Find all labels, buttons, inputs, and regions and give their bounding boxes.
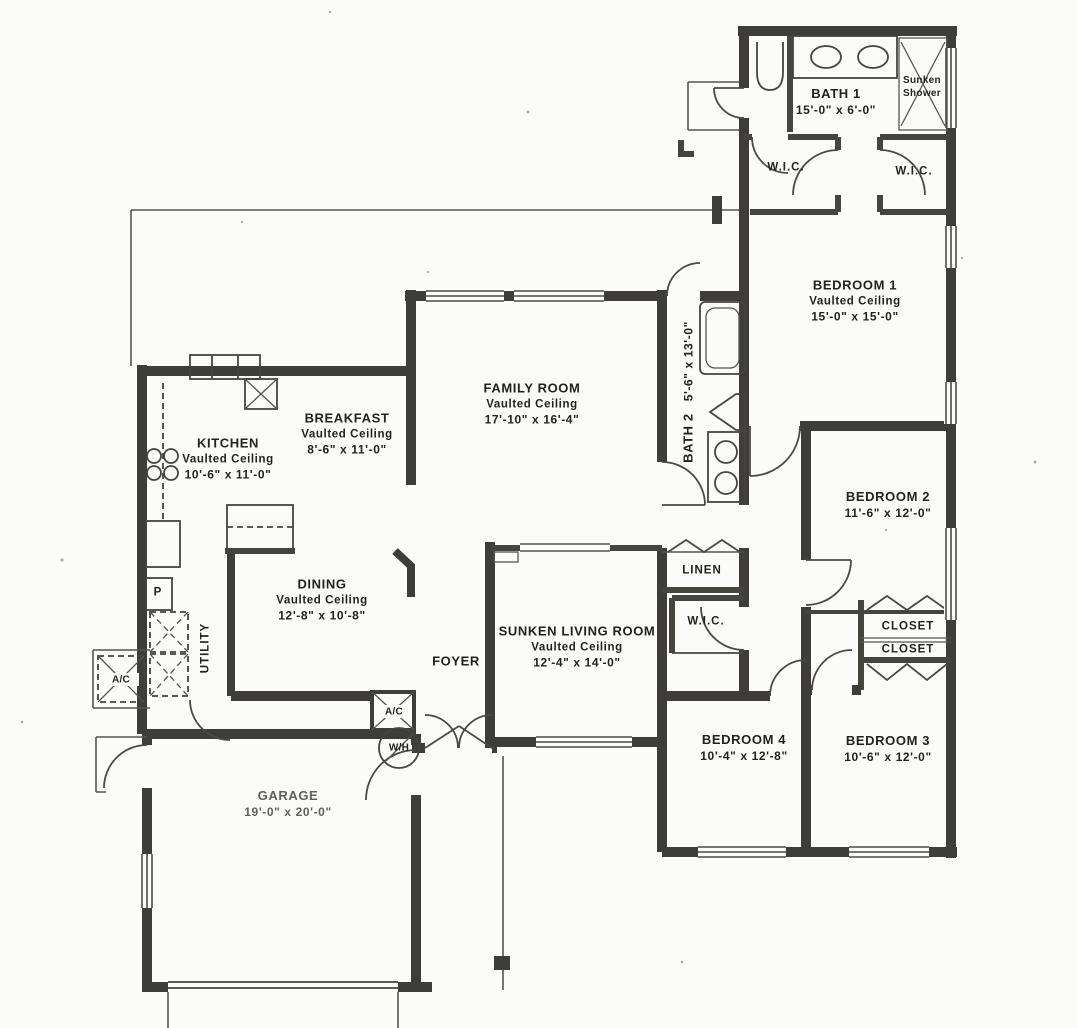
garage-walls [95, 729, 510, 1028]
bath2-fixtures [699, 301, 746, 503]
room-label-bedroom3: BEDROOM 3 10'-6" x 12'-0" [844, 732, 932, 764]
room-label-sunken-shower: Sunken Shower [903, 75, 941, 99]
room-label-kitchen: KITCHEN Vaulted Ceiling 10'-6" x 11'-0" [182, 435, 274, 482]
kitchen-fixtures [145, 354, 278, 568]
living-core-walls [137, 290, 662, 753]
ac-unit-outdoor [92, 649, 150, 709]
room-label-foyer: FOYER [432, 653, 480, 669]
doors [103, 87, 926, 801]
washer-dryer [149, 611, 189, 697]
scan-noise [20, 10, 1037, 964]
patio-outline [130, 81, 744, 366]
water-heater [378, 727, 420, 769]
windows [140, 48, 959, 908]
room-label-closet-bottom: CLOSET [881, 643, 935, 656]
room-label-garage: GARAGE 19'-0" x 20'-0" [244, 787, 332, 819]
room-label-bath1: BATH 1 15'-0" x 6'-0" [795, 85, 877, 117]
sunken-shower-fixture [898, 37, 948, 131]
room-label-pantry: P [153, 586, 163, 599]
room-label-breakfast: BREAKFAST Vaulted Ceiling 8'-6" x 11'-0" [301, 410, 393, 457]
room-label-living: SUNKEN LIVING ROOM Vaulted Ceiling 12'-4… [498, 623, 656, 670]
equipment-label-water-heater: W/H [388, 742, 410, 754]
room-label-linen: LINEN [682, 564, 722, 577]
room-label-family: FAMILY ROOM Vaulted Ceiling 17'-10" x 16… [483, 380, 581, 427]
equipment-label-ac-indoor: A/C [384, 706, 404, 718]
room-label-bedroom2: BEDROOM 2 11'-6" x 12'-0" [844, 488, 932, 520]
room-label-dining: DINING Vaulted Ceiling 12'-8" x 10'-8" [276, 576, 368, 623]
room-label-utility: UTILITY [199, 622, 212, 674]
dining-hutch [225, 504, 295, 554]
room-label-bedroom1: BEDROOM 1 Vaulted Ceiling 15'-0" x 15'-0… [809, 277, 901, 324]
bath1-fixtures [756, 35, 898, 91]
room-label-bath2: BATH 25'-6" x 13'-0" [680, 321, 696, 463]
room-label-wic-right: W.I.C. [895, 165, 933, 178]
equipment-label-ac-outdoor: A/C [111, 674, 131, 686]
room-label-wic-left: W.I.C. [767, 161, 805, 174]
ac-closet-indoor [370, 690, 416, 732]
room-label-wic-hall: W.I.C. [687, 615, 725, 628]
room-label-closet-top: CLOSET [881, 620, 935, 633]
room-label-bedroom4: BEDROOM 4 10'-4" x 12'-8" [700, 731, 788, 763]
pantry-cabinet [145, 577, 173, 611]
